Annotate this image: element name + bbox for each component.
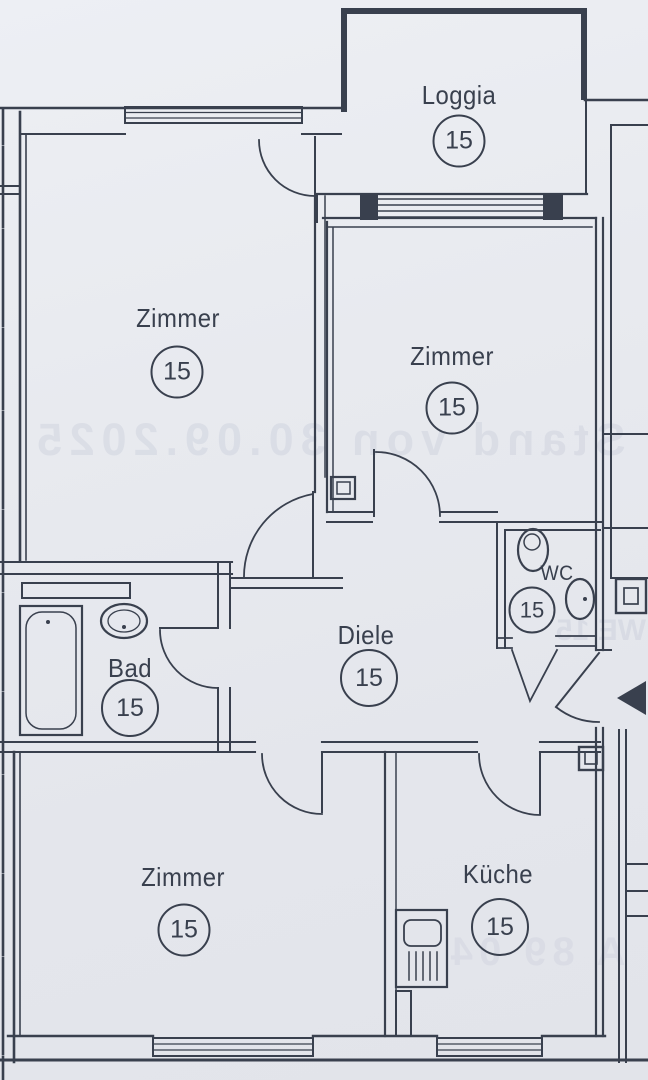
door-sw-room (261, 753, 323, 815)
loggia-walls (315, 8, 598, 228)
room-number: 15 (163, 357, 191, 386)
stove-icon (394, 908, 449, 1037)
kitchen-shaft-icon (577, 745, 605, 772)
room-number: 15 (116, 693, 144, 722)
room-label-bad: Bad (108, 653, 152, 683)
room-number: 15 (355, 663, 383, 692)
bathtub-icon (18, 604, 84, 737)
room-number-badge: 15 (150, 345, 204, 399)
room-number-badge: 15 (432, 114, 486, 168)
room-number-badge: 15 (101, 679, 159, 737)
shaft-icon (614, 577, 648, 615)
door-entrance (554, 651, 601, 723)
room-label-zimmer-sw: Zimmer (141, 862, 225, 892)
room-number: 15 (170, 915, 198, 944)
room-number: 15 (438, 393, 466, 422)
partition-walls (0, 194, 612, 1038)
room-label-wc: WC (540, 562, 574, 585)
room-number: 15 (486, 912, 514, 941)
room-number-badge: 15 (508, 586, 556, 634)
room-number-badge: 15 (425, 381, 479, 435)
door-nw-room-hall (243, 491, 315, 579)
window-icon (436, 1037, 543, 1057)
outer-walls (0, 106, 648, 1064)
toilet-icon (516, 527, 550, 573)
room-label-kueche: Küche (462, 859, 534, 889)
room-number-badge: 15 (340, 649, 398, 707)
room-label-diele: Diele (337, 620, 395, 650)
wc-sink-icon (564, 577, 596, 621)
window-icon (377, 198, 544, 218)
door-wc (510, 648, 559, 704)
window-icon (124, 106, 303, 124)
room-label-zimmer-nw: Zimmer (136, 303, 220, 333)
room-label-zimmer-ne: Zimmer (410, 341, 494, 371)
door-nw-room-loggia (258, 136, 316, 197)
building-edge-lines (0, 98, 648, 1080)
room-number: 15 (519, 597, 545, 622)
sink-icon (99, 602, 149, 640)
window-icon (152, 1037, 314, 1057)
entrance-arrow-icon (617, 681, 646, 715)
room-number: 15 (445, 126, 473, 155)
door-kitchen (478, 753, 541, 816)
room-number-badge: 15 (471, 898, 529, 956)
room-label-loggia: Loggia (421, 80, 497, 110)
door-bathroom (159, 627, 219, 689)
room-number-badge: 15 (157, 903, 211, 957)
bathroom-shelf (21, 582, 131, 599)
door-ne-room (373, 449, 441, 517)
